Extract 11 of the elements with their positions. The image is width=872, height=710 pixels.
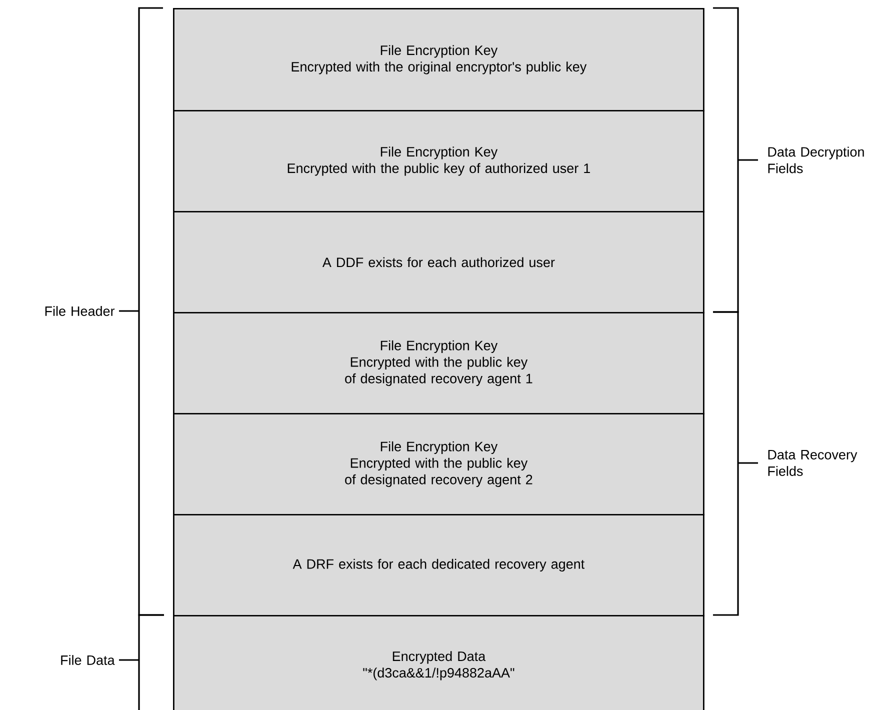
- field-box: File Encryption Key Encrypted with the original encryptor's public key: [173, 8, 704, 112]
- field-box: File Encryption Key Encrypted with the public key of designated recovery agent 1: [173, 312, 704, 414]
- bracket-label: File Data: [61, 655, 115, 665]
- field-box: File Encryption Key Encrypted with the public key of authorized user 1: [173, 110, 704, 212]
- field-box: A DRF exists for each dedicated recovery agent: [173, 514, 704, 616]
- bracket-label: File Header: [45, 306, 115, 316]
- field-box: File Encryption Key Encrypted with the public key of designated recovery agent 2: [173, 413, 704, 516]
- bracket-label: Data Decryption Fields: [768, 146, 864, 174]
- field-box: A DDF exists for each authorized user: [173, 211, 704, 314]
- bracket-label: Data Recovery Fields: [768, 450, 858, 476]
- data-box: Encrypted Data "*(d3ca&&1/!p94882aAA": [173, 615, 704, 710]
